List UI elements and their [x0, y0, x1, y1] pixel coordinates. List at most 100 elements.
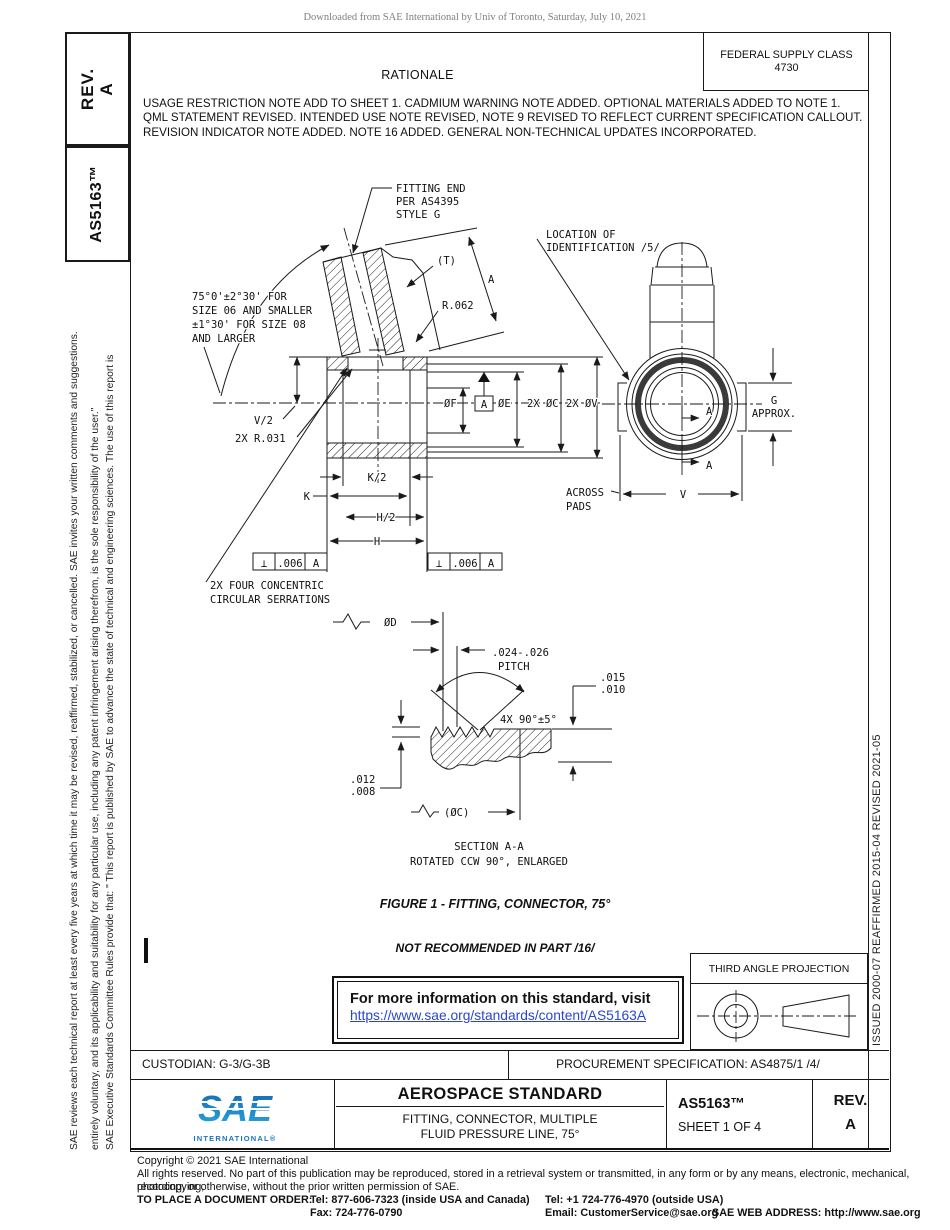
label-fitting-end-2: PER AS4395 — [396, 196, 459, 208]
label-dia-e: ØE — [498, 398, 511, 410]
label-fcf1-datum: A — [313, 558, 320, 570]
section-a-a — [333, 612, 612, 820]
revision-history-vertical: ISSUED 2000-07 REAFFIRMED 2015-04 REVISE… — [871, 734, 883, 1046]
end-view — [602, 242, 792, 501]
right-strip-divider — [868, 32, 869, 1150]
label-g-approx: APPROX. — [752, 408, 796, 420]
order-email: Email: CustomerService@sae.org — [545, 1207, 719, 1219]
sae-logo: SAE INTERNATIONAL® — [160, 1088, 310, 1143]
more-info-inner: For more information on this standard, v… — [337, 981, 679, 1039]
order-label: TO PLACE A DOCUMENT ORDER: — [137, 1194, 313, 1206]
revision-change-bar — [144, 938, 148, 963]
label-r062: R.062 — [442, 300, 474, 312]
projection-symbol — [697, 990, 859, 1042]
label-t-ref: (T) — [437, 255, 456, 267]
label-g: G — [771, 395, 777, 407]
rev-block-value: A — [845, 1116, 856, 1133]
label-012: .012 — [350, 774, 375, 786]
label-r031: 2X R.031 — [235, 433, 286, 445]
doc-number-box — [65, 146, 130, 262]
label-section-arrow-a-2: A — [706, 460, 713, 472]
more-info-text: For more information on this standard, v… — [350, 991, 651, 1007]
label-pitch-2: PITCH — [498, 661, 530, 673]
rev-block-label: REV. — [833, 1092, 868, 1109]
download-watermark: Downloaded from SAE International by Uni… — [303, 12, 647, 23]
figure-caption: FIGURE 1 - FITTING, CONNECTOR, 75° — [379, 897, 611, 911]
label-v: V — [680, 489, 687, 501]
label-fcf2-perp: ⊥ — [436, 558, 442, 570]
label-v2: V/2 — [254, 415, 273, 427]
label-dia-d: ØD — [384, 617, 397, 629]
upper-view-dimensions — [203, 187, 630, 583]
standard-link[interactable]: https://www.sae.org/standards/content/AS… — [350, 1008, 647, 1023]
label-section-arrow-a-1: A — [706, 406, 713, 418]
rationale-text: USAGE RESTRICTION NOTE ADD TO SHEET 1. C… — [143, 97, 863, 139]
label-015: .015 — [600, 672, 625, 684]
label-dia-c: 2X ØC — [527, 398, 559, 410]
label-serrations-2: CIRCULAR SERRATIONS — [210, 594, 330, 606]
custodian-divider — [508, 1050, 509, 1080]
sae-web-address: SAE WEB ADDRESS: http://www.sae.org — [712, 1207, 921, 1219]
label-section-title: SECTION A-A — [454, 841, 524, 853]
label-across-pads-1: ACROSS — [566, 487, 604, 499]
projection-box: THIRD ANGLE PROJECTION — [690, 953, 868, 1050]
rev-label: REV. — [78, 67, 97, 111]
title-block-rule — [336, 1106, 664, 1107]
projection-title: THIRD ANGLE PROJECTION — [691, 954, 867, 984]
sheet-number: SHEET 1 OF 4 — [678, 1120, 762, 1134]
copyright-line2: All rights reserved. No part of this pub… — [137, 1168, 910, 1193]
title-block-divider-1 — [334, 1080, 335, 1150]
label-008: .008 — [350, 786, 375, 798]
title-block-divider-3 — [812, 1080, 813, 1150]
order-tel-outside: Tel: +1 724-776-4970 (outside USA) — [545, 1194, 724, 1206]
label-section-sub: ROTATED CCW 90°, ENLARGED — [410, 856, 568, 868]
label-h2: H/2 — [377, 512, 396, 524]
document-title-line2: FLUID PRESSURE LINE, 75° — [420, 1127, 580, 1141]
custodian-row — [130, 1050, 889, 1080]
label-fcf1-perp: ⊥ — [261, 558, 267, 570]
title-block-bottom-border — [130, 1148, 889, 1150]
label-fcf2-tol: .006 — [452, 558, 477, 570]
sae-logo-subtext: INTERNATIONAL® — [193, 1134, 277, 1143]
copyright-line1: Copyright © 2021 SAE International — [137, 1155, 309, 1167]
label-k: K — [304, 491, 311, 503]
main-border-frame — [130, 32, 891, 1152]
rationale-title: RATIONALE — [381, 68, 454, 82]
doc-number-vertical: AS5163™ — [88, 165, 105, 243]
label-dim-a: A — [488, 274, 495, 286]
stem-cross-section — [322, 227, 441, 367]
label-fitting-end-3: STYLE G — [396, 209, 440, 221]
body-cross-section — [213, 338, 603, 484]
rev-box — [65, 32, 130, 146]
label-dia-f: ØF — [444, 398, 457, 410]
sae-logo-mark: SAE — [196, 1088, 274, 1129]
disclaimer-line-2: entirely voluntary, and its applicabilit… — [90, 407, 101, 1150]
label-angle-note-4: AND LARGER — [192, 333, 256, 345]
more-info-box: For more information on this standard, v… — [332, 976, 684, 1044]
label-fcf2-datum: A — [488, 558, 495, 570]
label-location-id-2: IDENTIFICATION /5/ — [546, 242, 660, 254]
label-fcf1-tol: .006 — [277, 558, 302, 570]
custodian-text: CUSTODIAN: G-3/G-3B — [142, 1057, 271, 1071]
label-h: H — [374, 536, 380, 548]
fsc-value: 4730 — [774, 61, 799, 74]
document-title-line1: FITTING, CONNECTOR, MULTIPLE — [402, 1112, 598, 1126]
label-datum-a: A — [481, 399, 488, 411]
label-010: .010 — [600, 684, 625, 696]
rev-value: A — [97, 82, 116, 96]
order-tel-inside: Tel: 877-606-7323 (inside USA and Canada… — [310, 1194, 530, 1206]
disclaimer-line-1: SAE reviews each technical report at lea… — [69, 331, 80, 1150]
disclaimer-line-3: SAE Executive Standards Committee Rules … — [105, 354, 116, 1150]
federal-supply-class-box: FEDERAL SUPPLY CLASS 4730 — [703, 33, 869, 91]
rev-box-text: REV. A — [67, 35, 127, 143]
label-4x90: 4X 90°±5° — [500, 714, 557, 726]
figure-note: NOT RECOMMENDED IN PART /16/ — [395, 941, 595, 955]
document-number: AS5163™ — [678, 1096, 745, 1112]
label-across-pads-2: PADS — [566, 501, 591, 513]
label-angle-note-1: 75°0'±2°30' FOR — [192, 291, 288, 303]
title-block-divider-2 — [666, 1080, 667, 1150]
label-dia-c-ref: (ØC) — [444, 807, 469, 819]
